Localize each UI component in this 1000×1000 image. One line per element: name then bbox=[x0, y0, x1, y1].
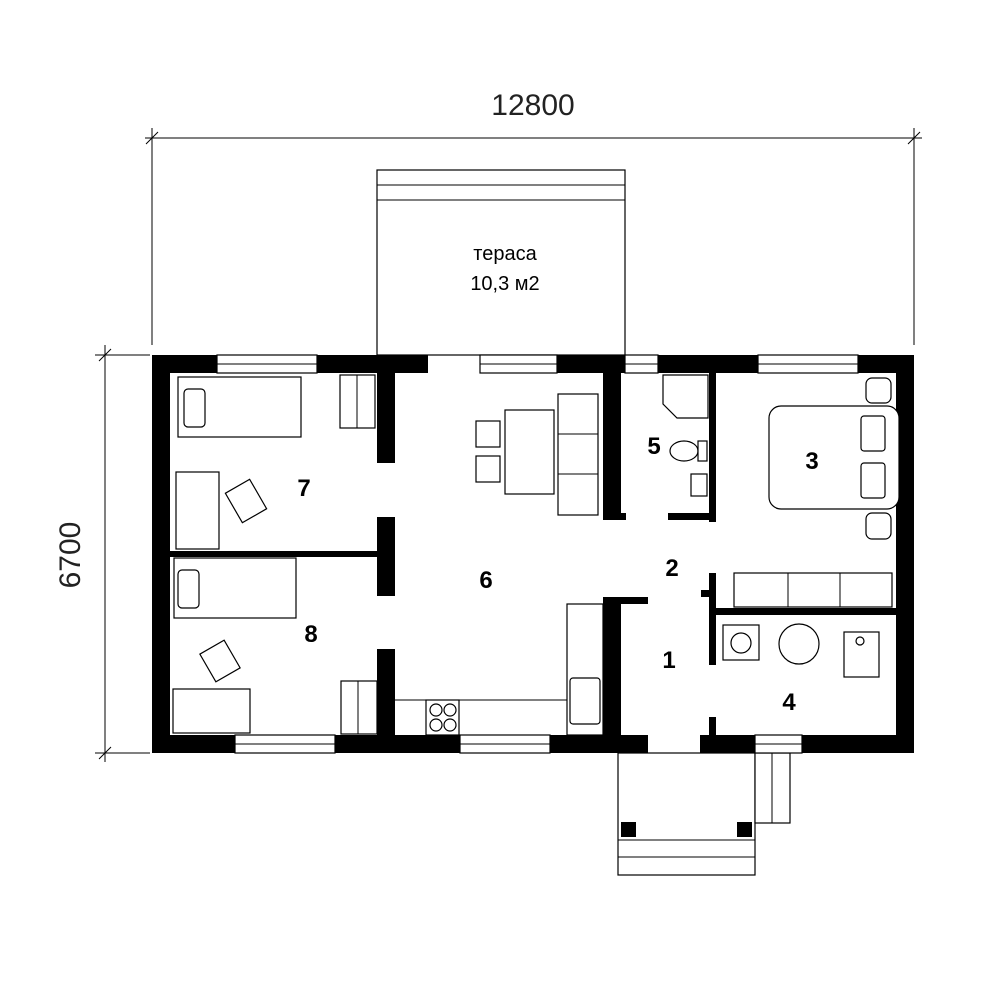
chair bbox=[199, 639, 241, 683]
pillow bbox=[183, 388, 206, 428]
porch-post bbox=[621, 822, 636, 837]
width-label: 12800 bbox=[491, 89, 574, 122]
porch bbox=[617, 752, 791, 876]
desk bbox=[175, 471, 220, 550]
washbasin bbox=[690, 473, 708, 497]
wardrobe bbox=[340, 680, 378, 735]
nightstand bbox=[865, 512, 892, 540]
shower bbox=[662, 374, 709, 419]
chair bbox=[224, 478, 268, 524]
desk bbox=[172, 688, 251, 734]
porch-post bbox=[737, 822, 752, 837]
pillow bbox=[177, 569, 200, 609]
room-label-4: 4 bbox=[782, 689, 796, 716]
terrace-area: 10,3 м2 bbox=[470, 273, 539, 295]
height-label: 6700 bbox=[54, 522, 87, 589]
terrace-name: тераса bbox=[473, 243, 537, 265]
room-label-5: 5 bbox=[647, 433, 660, 460]
dining-table bbox=[504, 409, 555, 495]
windows bbox=[216, 354, 859, 754]
sofa bbox=[557, 393, 599, 516]
room-label-8: 8 bbox=[304, 621, 317, 648]
boiler bbox=[778, 623, 820, 665]
terrace: тераса 10,3 м2 bbox=[376, 169, 626, 356]
room-label-6: 6 bbox=[479, 567, 492, 594]
chair bbox=[475, 455, 501, 483]
room-label-2: 2 bbox=[665, 555, 678, 582]
wardrobe bbox=[733, 572, 893, 608]
walls bbox=[152, 355, 914, 753]
toilet bbox=[669, 440, 699, 462]
room-label-7: 7 bbox=[297, 475, 310, 502]
furniture bbox=[172, 374, 900, 736]
room-label-3: 3 bbox=[805, 448, 818, 475]
room-labels: 1 2 3 4 5 6 7 8 bbox=[297, 433, 818, 716]
nightstand bbox=[865, 377, 892, 404]
room-label-1: 1 bbox=[662, 647, 675, 674]
dimension-width: 12800 bbox=[145, 89, 922, 345]
sink bbox=[569, 677, 601, 725]
chair bbox=[475, 420, 501, 448]
dimension-height: 6700 bbox=[54, 345, 150, 762]
